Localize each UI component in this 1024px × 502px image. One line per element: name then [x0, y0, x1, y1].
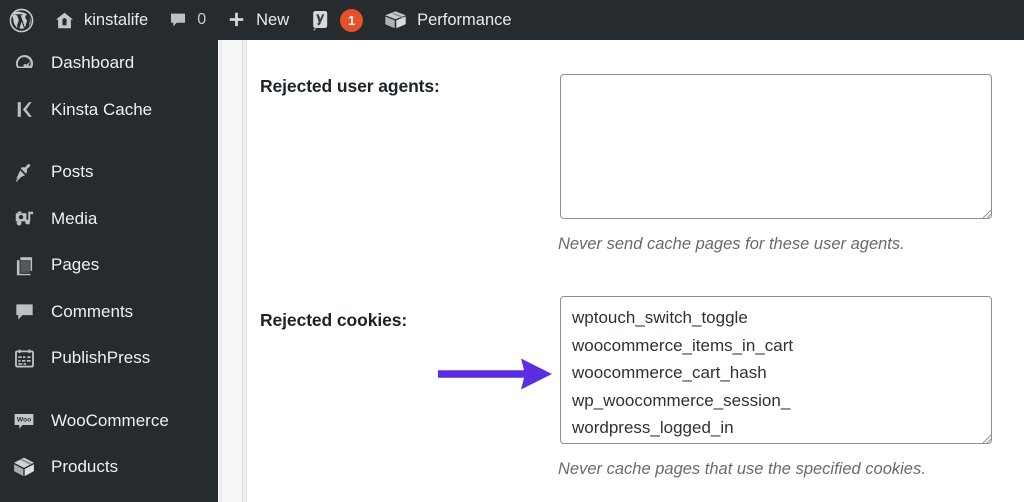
sidebar-item-label: Dashboard	[51, 53, 135, 73]
adminbar-site-name-label: kinstalife	[84, 10, 149, 29]
sidebar-item-label: Products	[51, 457, 119, 477]
adminbar-item-performance[interactable]: Performance	[373, 0, 521, 40]
settings-content-panel: Rejected user agents: Never send cache p…	[248, 40, 1024, 502]
yoast-seo-icon	[309, 9, 331, 32]
pages-icon	[11, 252, 37, 278]
adminbar-item-site-name[interactable]: kinstalife	[44, 0, 158, 40]
sidebar-item-label: PublishPress	[51, 348, 151, 368]
yoast-notification-badge: 1	[340, 8, 364, 32]
comment-bubble-icon	[168, 10, 188, 30]
adminbar-item-comments[interactable]: 0	[158, 0, 216, 40]
adminbar-new-label: New	[256, 10, 290, 29]
sidebar-item-label: Posts	[51, 162, 94, 182]
sidebar-separator	[0, 382, 218, 398]
field-label-rejected-cookies: Rejected cookies:	[260, 310, 408, 330]
wordpress-logo-icon	[9, 8, 34, 33]
field-rejected-user-agents: Rejected user agents:	[260, 76, 1020, 97]
pin-icon	[11, 159, 37, 185]
media-icon	[11, 206, 37, 232]
box-icon	[383, 9, 408, 31]
sidebar-item-products[interactable]: Products	[0, 444, 218, 491]
woocommerce-icon: Woo	[11, 408, 37, 434]
sidebar-item-media[interactable]: Media	[0, 196, 218, 243]
sidebar-item-label: Pages	[51, 255, 100, 275]
adminbar-item-wordpress-logo[interactable]	[0, 0, 44, 40]
adminbar-item-yoast-seo[interactable]: 1	[299, 0, 373, 40]
products-icon	[11, 454, 37, 480]
rejected-cookies-textarea[interactable]	[560, 296, 992, 444]
sidebar-item-label: Comments	[51, 301, 134, 321]
help-text-rejected-user-agents: Never send cache pages for these user ag…	[558, 235, 905, 253]
sidebar-item-posts[interactable]: Posts	[0, 149, 218, 196]
sidebar-item-kinsta-cache[interactable]: Kinsta Cache	[0, 87, 218, 134]
adminbar-performance-label: Performance	[417, 10, 512, 29]
submenu-collapsed-column	[218, 40, 247, 502]
submenu-collapsed-inner	[221, 40, 243, 502]
sidebar-item-comments[interactable]: Comments	[0, 289, 218, 336]
home-icon	[54, 10, 75, 31]
sidebar-item-label: WooCommerce	[51, 410, 169, 430]
adminbar-comment-count: 0	[197, 11, 207, 28]
help-text-rejected-cookies: Never cache pages that use the specified…	[558, 460, 926, 478]
rejected-user-agents-textarea[interactable]	[560, 74, 992, 219]
sidebar-item-pages[interactable]: Pages	[0, 242, 218, 289]
sidebar-item-dashboard[interactable]: Dashboard	[0, 40, 218, 87]
admin-sidebar-menu: Dashboard Kinsta Cache Posts	[0, 40, 218, 502]
comments-icon	[11, 299, 37, 325]
admin-bar: kinstalife 0 New	[0, 0, 1024, 40]
sidebar-item-publishpress[interactable]: PublishPress	[0, 335, 218, 382]
svg-text:Woo: Woo	[17, 416, 31, 423]
plus-icon	[226, 10, 247, 31]
kinsta-cache-icon	[11, 97, 37, 123]
sidebar-item-woocommerce[interactable]: Woo WooCommerce	[0, 398, 218, 445]
field-label-rejected-user-agents: Rejected user agents:	[260, 76, 440, 96]
dashboard-icon	[11, 50, 37, 76]
annotation-arrow-right	[438, 358, 552, 390]
field-rejected-cookies: Rejected cookies:	[260, 310, 1020, 331]
adminbar-item-new[interactable]: New	[216, 0, 299, 40]
publishpress-icon	[11, 345, 37, 371]
sidebar-item-label: Media	[51, 208, 98, 228]
sidebar-item-label: Kinsta Cache	[51, 99, 153, 119]
sidebar-separator	[0, 133, 218, 149]
